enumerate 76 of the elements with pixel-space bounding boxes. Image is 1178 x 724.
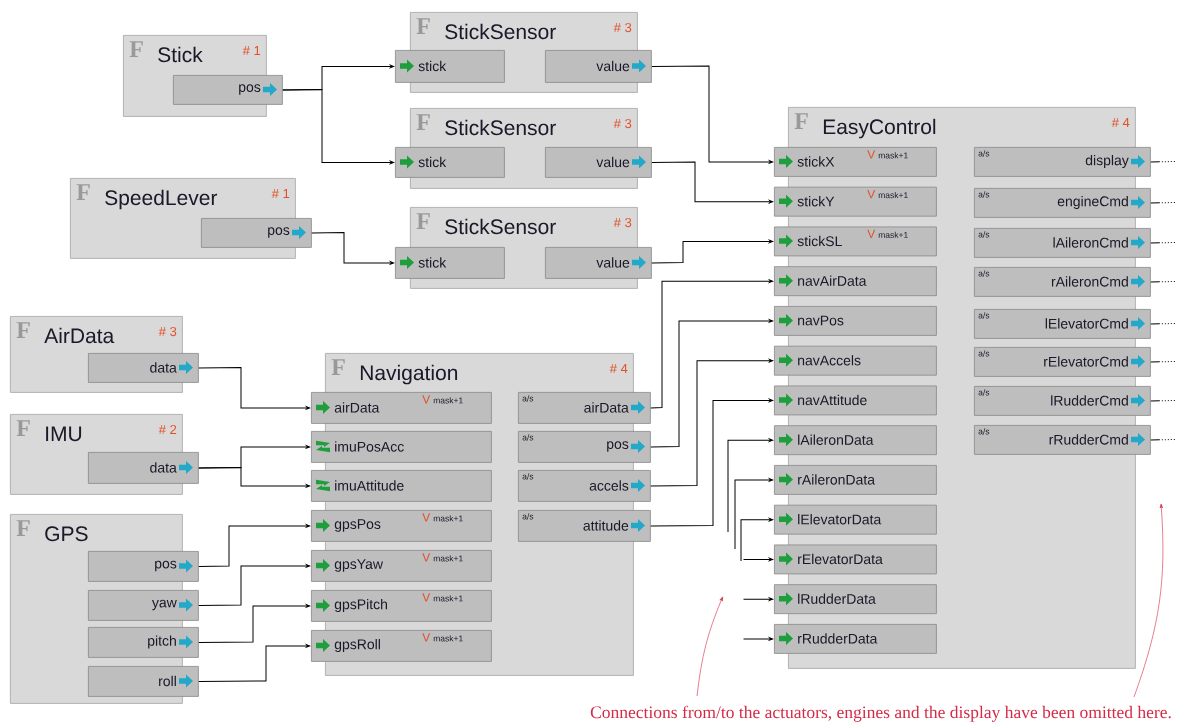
connector xyxy=(198,564,311,606)
input-port: navPos xyxy=(774,306,937,336)
output-port: a/s lElevatorCmd xyxy=(974,309,1151,339)
output-port: a/s pos xyxy=(518,431,651,463)
input-port: stick xyxy=(395,147,505,178)
connector xyxy=(651,239,774,264)
input-port: lElevatorData xyxy=(774,504,937,535)
input-port: lRudderData xyxy=(774,584,937,615)
connector xyxy=(650,319,774,448)
output-port: a/s rAileronCmd xyxy=(974,267,1151,297)
output-port: pitch xyxy=(88,627,199,658)
output-port: a/s rElevatorCmd xyxy=(974,347,1151,377)
connector xyxy=(198,367,311,410)
connector xyxy=(743,557,774,562)
connector xyxy=(650,279,774,409)
input-port: imuPosAcc xyxy=(311,431,492,463)
connector xyxy=(651,161,774,204)
output-port: a/s display xyxy=(974,147,1151,177)
input-port: gpsPos V mask+1 xyxy=(311,510,492,542)
connector xyxy=(282,89,395,165)
connector xyxy=(743,637,774,641)
connector xyxy=(198,524,311,567)
output-port: data xyxy=(88,353,199,383)
output-port: pos xyxy=(88,551,199,582)
caption: Connections from/to the actuators, engines and the display have been omitted here. xyxy=(590,705,1171,722)
input-port: stickY V mask+1 xyxy=(774,186,937,217)
input-port: rRudderData xyxy=(774,624,937,654)
connector xyxy=(311,232,395,265)
output-port: data xyxy=(88,452,199,484)
connector xyxy=(1150,439,1177,441)
input-port: gpsRoll V mask+1 xyxy=(311,630,492,662)
output-port: a/s accels xyxy=(518,470,651,502)
output-port: pos xyxy=(173,75,283,105)
connector xyxy=(740,518,774,562)
output-port: a/s lAileronCmd xyxy=(974,228,1151,258)
input-port: rElevatorData xyxy=(774,544,937,575)
connector xyxy=(1150,400,1177,402)
input-port: navAirData xyxy=(774,266,937,297)
connector xyxy=(1150,202,1177,204)
input-port: navAttitude xyxy=(774,385,937,416)
output-port: roll xyxy=(88,666,199,697)
connector xyxy=(734,478,774,550)
output-port: a/s rRudderCmd xyxy=(974,425,1151,455)
connector xyxy=(198,467,311,488)
input-port: lAileronData xyxy=(774,425,937,456)
output-port: a/s airData xyxy=(518,392,651,424)
connector xyxy=(198,644,311,682)
connector xyxy=(651,65,774,164)
input-port: airData V mask+1 xyxy=(311,392,492,424)
output-port: value xyxy=(545,50,652,83)
connector xyxy=(1150,161,1177,163)
output-port: value xyxy=(545,247,652,279)
input-port: stick xyxy=(395,50,505,83)
connector xyxy=(1150,242,1177,244)
connector xyxy=(1150,323,1177,325)
input-port: stickX V mask+1 xyxy=(774,147,937,177)
connector xyxy=(727,438,774,533)
output-port: pos xyxy=(201,218,312,248)
output-port: a/s attitude xyxy=(518,510,651,542)
input-port: gpsPitch V mask+1 xyxy=(311,590,492,622)
output-port: yaw xyxy=(88,590,199,621)
output-port: a/s lRudderCmd xyxy=(974,386,1151,416)
input-port: stickSL V mask+1 xyxy=(774,226,937,257)
connector xyxy=(1150,361,1177,363)
output-port: a/s engineCmd xyxy=(974,188,1151,218)
input-port: stick xyxy=(395,247,505,279)
input-port: imuAttitude xyxy=(311,470,492,502)
input-port: rAileronData xyxy=(774,465,937,495)
connector xyxy=(650,359,774,487)
connector xyxy=(198,604,311,643)
connector xyxy=(650,398,774,527)
input-port: navAccels xyxy=(774,345,937,376)
input-port: gpsYaw V mask+1 xyxy=(311,550,492,582)
connector xyxy=(1150,281,1177,283)
connector xyxy=(743,597,774,601)
output-port: value xyxy=(545,147,652,178)
